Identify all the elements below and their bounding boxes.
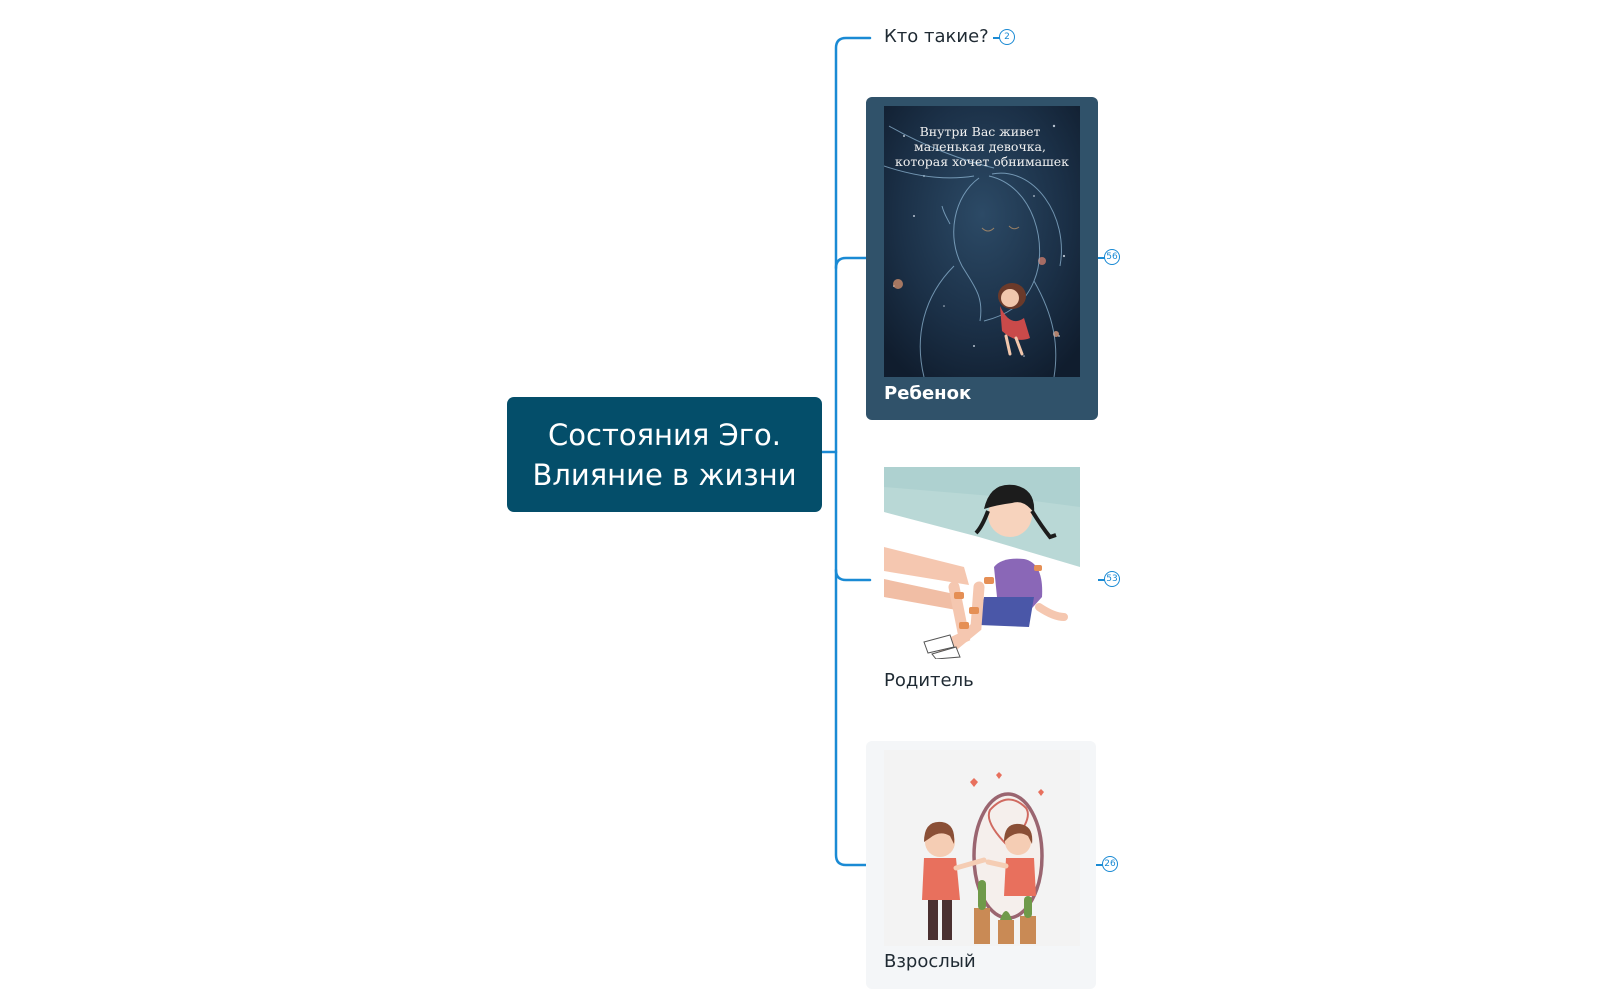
badge-stub xyxy=(993,37,1000,39)
badge-stub xyxy=(1096,864,1103,866)
collapse-badge-kto-takie[interactable]: 2 xyxy=(999,29,1015,45)
connector-rebenok xyxy=(834,256,872,270)
svg-text:Внутри Вас живет мален: Внутри Вас живет маленькая девочка, кото… xyxy=(895,124,1069,169)
root-topic-line-1: Состояния Эго. xyxy=(548,417,781,452)
topic-card-vzrosly[interactable]: Взрослый xyxy=(866,741,1096,989)
collapse-badge-rebenok[interactable]: 56 xyxy=(1104,249,1120,265)
image-caption-line-3: которая хочет обнимашек xyxy=(895,154,1069,169)
topic-vzrosly-label: Взрослый xyxy=(884,951,976,972)
connector-trunk xyxy=(834,36,872,867)
mirror-girl-illustration xyxy=(884,750,1080,946)
image-caption-line-2: маленькая девочка, xyxy=(914,139,1046,154)
badge-stub xyxy=(1098,579,1105,581)
cosmic-girl-illustration: Внутри Вас живет маленькая девочка, кото… xyxy=(884,106,1080,377)
topic-card-rebenok[interactable]: Внутри Вас живет маленькая девочка, кото… xyxy=(866,97,1098,420)
badge-stub xyxy=(1098,257,1105,259)
root-topic[interactable]: Состояния Эго. Влияние в жизни xyxy=(507,397,822,512)
image-adult xyxy=(884,750,1080,946)
image-inner-child: Внутри Вас живет маленькая девочка, кото… xyxy=(884,106,1080,377)
image-caption-line-1: Внутри Вас живет xyxy=(920,124,1041,139)
collapse-badge-roditel[interactable]: 53 xyxy=(1104,571,1120,587)
image-parent[interactable] xyxy=(884,467,1080,659)
topic-rebenok-label: Ребенок xyxy=(884,383,972,404)
root-topic-line-2: Влияние в жизни xyxy=(532,457,797,492)
bandaged-girl-illustration xyxy=(884,467,1080,659)
connector-roditel xyxy=(834,568,872,582)
topic-kto-takie[interactable]: Кто такие? xyxy=(884,26,989,47)
topic-roditel-label[interactable]: Родитель xyxy=(884,670,974,691)
collapse-badge-vzrosly[interactable]: 26 xyxy=(1102,856,1118,872)
